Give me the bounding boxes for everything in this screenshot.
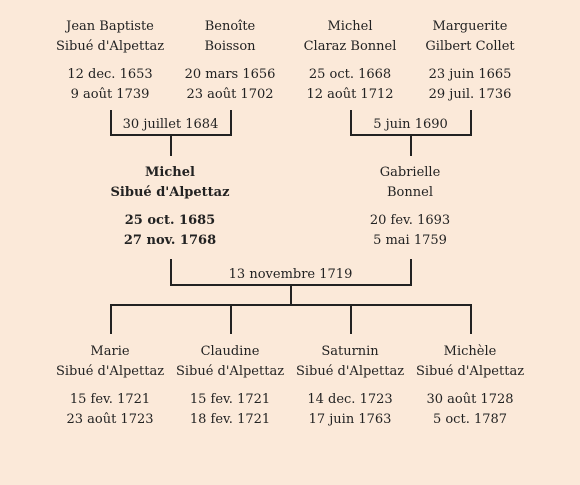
- parents-marriage-date: 13 novembre 1719: [228, 267, 353, 282]
- grandparent-benoite: Benoîte Boisson 20 mars 1656 23 août 170…: [165, 17, 295, 105]
- birth-date: 30 août 1728: [426, 392, 514, 407]
- first-name: Michel: [145, 165, 195, 180]
- first-name: Jean Baptiste: [66, 19, 154, 34]
- first-name: Michel: [327, 19, 373, 34]
- first-name: Saturnin: [321, 344, 379, 359]
- last-name: Sibué d'Alpettaz: [175, 364, 285, 379]
- birth-date: 23 juin 1665: [428, 67, 512, 82]
- birth-date: 15 fev. 1721: [189, 392, 271, 407]
- parents-horizontal: [170, 284, 412, 286]
- grandparent-marguerite: Marguerite Gilbert Collet 23 juin 1665 2…: [405, 17, 535, 105]
- parents-down: [290, 286, 292, 304]
- maternal-down: [410, 136, 412, 156]
- first-name: Michèle: [443, 344, 497, 359]
- last-name: Sibué d'Alpettaz: [55, 39, 165, 54]
- maternal-marriage-date: 5 juin 1690: [373, 117, 448, 132]
- birth-date: 20 fev. 1693: [369, 213, 451, 228]
- last-name: Sibué d'Alpettaz: [415, 364, 525, 379]
- child-michele: Michèle Sibué d'Alpettaz 30 août 1728 5 …: [405, 342, 535, 430]
- first-name: Benoîte: [204, 19, 256, 34]
- child-marie: Marie Sibué d'Alpettaz 15 fev. 1721 23 a…: [45, 342, 175, 430]
- last-name: Claraz Bonnel: [303, 39, 397, 54]
- last-name: Gilbert Collet: [425, 39, 515, 54]
- paternal-down: [170, 136, 172, 156]
- death-date: 5 mai 1759: [373, 233, 447, 248]
- child-saturnin: Saturnin Sibué d'Alpettaz 14 dec. 1723 1…: [285, 342, 415, 430]
- first-name: Gabrielle: [379, 165, 441, 180]
- maternal-right-vertical: [470, 110, 472, 136]
- grandparent-jean-baptiste: Jean Baptiste Sibué d'Alpettaz 12 dec. 1…: [45, 17, 175, 105]
- parent-michel: Michel Sibué d'Alpettaz 25 oct. 1685 27 …: [105, 163, 235, 251]
- child-drop-marie: [110, 306, 112, 334]
- birth-date: 15 fev. 1721: [69, 392, 151, 407]
- death-date: 29 juil. 1736: [428, 87, 512, 102]
- death-date: 9 août 1739: [70, 87, 150, 102]
- death-date: 18 fev. 1721: [189, 412, 271, 427]
- first-name: Marie: [90, 344, 130, 359]
- death-date: 23 août 1723: [66, 412, 154, 427]
- birth-date: 25 oct. 1685: [124, 213, 216, 228]
- last-name: Sibué d'Alpettaz: [110, 185, 230, 200]
- last-name: Sibué d'Alpettaz: [55, 364, 165, 379]
- child-drop-claudine: [230, 306, 232, 334]
- birth-date: 14 dec. 1723: [307, 392, 393, 407]
- death-date: 27 nov. 1768: [123, 233, 217, 248]
- maternal-left-vertical: [350, 110, 352, 136]
- parents-right-vertical: [410, 259, 412, 286]
- child-drop-michele: [470, 306, 472, 334]
- children-horizontal: [110, 304, 472, 306]
- maternal-horizontal: [350, 134, 472, 136]
- parents-left-vertical: [170, 259, 172, 286]
- birth-date: 25 oct. 1668: [308, 67, 392, 82]
- first-name: Marguerite: [432, 19, 508, 34]
- death-date: 5 oct. 1787: [432, 412, 508, 427]
- child-claudine: Claudine Sibué d'Alpettaz 15 fev. 1721 1…: [165, 342, 295, 430]
- child-drop-saturnin: [350, 306, 352, 334]
- birth-date: 20 mars 1656: [184, 67, 276, 82]
- parent-gabrielle: Gabrielle Bonnel 20 fev. 1693 5 mai 1759: [345, 163, 475, 251]
- death-date: 23 août 1702: [186, 87, 274, 102]
- last-name: Sibué d'Alpettaz: [295, 364, 405, 379]
- last-name: Boisson: [204, 39, 256, 54]
- first-name: Claudine: [200, 344, 260, 359]
- paternal-left-vertical: [110, 110, 112, 136]
- paternal-right-vertical: [230, 110, 232, 136]
- paternal-marriage-date: 30 juillet 1684: [122, 117, 219, 132]
- death-date: 17 juin 1763: [308, 412, 392, 427]
- last-name: Bonnel: [387, 185, 433, 200]
- death-date: 12 août 1712: [306, 87, 394, 102]
- grandparent-michel: Michel Claraz Bonnel 25 oct. 1668 12 aoû…: [285, 17, 415, 105]
- paternal-horizontal: [110, 134, 232, 136]
- birth-date: 12 dec. 1653: [67, 67, 153, 82]
